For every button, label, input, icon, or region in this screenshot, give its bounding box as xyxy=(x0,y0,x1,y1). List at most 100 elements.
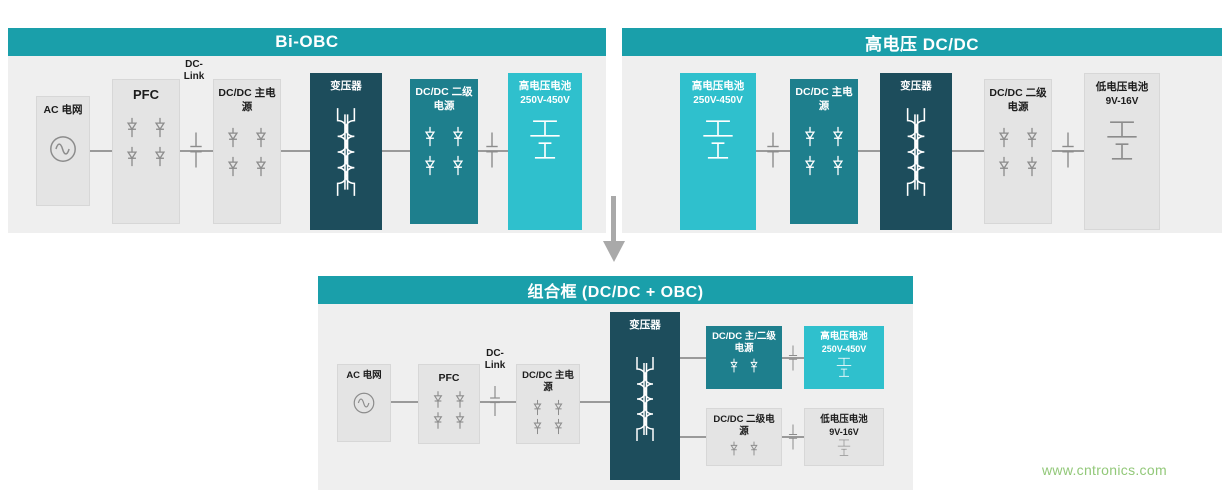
wire xyxy=(281,150,310,152)
dc-link-capacitor-icon xyxy=(189,130,203,170)
switch-grid xyxy=(729,441,759,456)
diode-icon xyxy=(553,418,564,435)
diode-icon xyxy=(451,125,465,148)
wire xyxy=(782,357,804,359)
block-dcdc-primary: DC/DC 主电源 xyxy=(213,79,281,224)
capacitor-icon xyxy=(788,423,798,451)
diode-icon xyxy=(454,390,466,409)
diode-icon xyxy=(125,116,139,139)
capacitor-icon xyxy=(788,344,798,372)
diode-icon xyxy=(553,399,564,416)
switch-grid xyxy=(423,125,465,177)
block-label: PFC xyxy=(438,372,460,384)
diode-icon xyxy=(423,125,437,148)
wire xyxy=(180,150,213,152)
wire xyxy=(1052,150,1084,152)
diode-icon xyxy=(432,411,444,430)
switch-grid xyxy=(997,126,1039,178)
block-label: 高电压电池 xyxy=(691,80,745,92)
block-transformer: 变压器 xyxy=(310,73,382,230)
switch-grid xyxy=(803,125,845,177)
battery-icon xyxy=(832,438,856,462)
diode-icon xyxy=(153,116,167,139)
block-sublabel: 250V-450V xyxy=(821,344,867,355)
wire xyxy=(478,150,508,152)
diode-icon xyxy=(831,125,845,148)
block-sublabel: 9V-16V xyxy=(1105,95,1139,107)
diode-icon xyxy=(729,358,739,373)
capacitor-icon xyxy=(1061,130,1075,170)
diode-icon xyxy=(454,411,466,430)
diode-icon xyxy=(153,145,167,168)
block-hv-battery: 高电压电池 250V-450V xyxy=(680,73,756,230)
ac-source-icon xyxy=(352,391,376,415)
block-transformer: 变压器 xyxy=(880,73,952,230)
panel-hv-dcdc: 高电压 DC/DC 高电压电池 250V-450V DC/DC 主电源 xyxy=(622,28,1222,233)
switch-grid xyxy=(432,390,466,430)
switch-grid xyxy=(729,358,759,373)
capacitor-icon xyxy=(766,130,780,170)
wire xyxy=(391,401,418,403)
block-label: 变压器 xyxy=(629,319,661,331)
diode-icon xyxy=(997,155,1011,178)
wire xyxy=(858,150,880,152)
block-sublabel: 9V-16V xyxy=(829,427,859,438)
block-label: 变压器 xyxy=(900,80,932,92)
transformer-icon xyxy=(323,98,369,206)
diode-icon xyxy=(532,418,543,435)
block-dcdc-primary: DC/DC 主电源 xyxy=(790,79,858,224)
block-label: DC/DC 主电源 xyxy=(522,370,574,394)
diode-icon xyxy=(226,126,240,149)
diode-icon xyxy=(125,145,139,168)
block-lv-battery: 低电压电池 9V-16V xyxy=(804,408,884,466)
diode-icon xyxy=(451,154,465,177)
block-transformer: 变压器 xyxy=(610,312,680,480)
wire xyxy=(680,436,706,438)
capacitor-icon xyxy=(485,130,499,170)
diode-icon xyxy=(729,441,739,456)
block-label: 低电压电池 xyxy=(820,414,868,425)
wire xyxy=(952,150,984,152)
battery-icon xyxy=(1100,117,1144,175)
wire xyxy=(680,357,706,359)
block-label: PFC xyxy=(133,87,159,102)
wire xyxy=(382,150,410,152)
block-label: DC/DC 主电源 xyxy=(795,86,853,112)
down-arrow-icon xyxy=(603,241,625,262)
block-ac-grid: AC 电网 xyxy=(337,364,391,442)
switch-grid xyxy=(226,126,268,178)
block-label: DC/DC 主电源 xyxy=(218,87,276,113)
wire xyxy=(580,401,610,403)
down-arrow-shaft xyxy=(611,196,616,242)
dc-link-label: DC-Link xyxy=(484,348,506,371)
switch-grid xyxy=(125,116,167,168)
panel-bi-obc: Bi-OBC DC-Link AC 电网 PFC xyxy=(8,28,606,233)
diode-icon xyxy=(997,126,1011,149)
battery-icon xyxy=(831,356,857,384)
block-hv-battery: 高电压电池 250V-450V xyxy=(804,326,884,389)
block-pfc: PFC xyxy=(418,364,480,444)
block-hv-battery: 高电压电池 250V-450V xyxy=(508,73,582,230)
diode-icon xyxy=(226,155,240,178)
wire xyxy=(756,150,790,152)
panel-hv-dcdc-body: 高电压电池 250V-450V DC/DC 主电源 变压器 DC/DC 二级电源 xyxy=(622,56,1222,233)
block-dcdc-primary: DC/DC 主电源 xyxy=(516,364,580,444)
switch-grid xyxy=(532,399,564,435)
watermark: www.cntronics.com xyxy=(1042,462,1167,478)
diode-icon xyxy=(803,125,817,148)
block-label: DC/DC 二级电源 xyxy=(713,414,775,438)
block-label: DC/DC 二级电源 xyxy=(989,87,1047,113)
block-lv-battery: 低电压电池 9V-16V xyxy=(1084,73,1160,230)
block-label: 高电压电池 xyxy=(518,80,572,92)
block-label: AC 电网 xyxy=(43,104,83,116)
block-pfc: PFC xyxy=(112,79,180,224)
block-label: 低电压电池 xyxy=(1095,81,1149,93)
wire xyxy=(90,150,112,152)
diode-icon xyxy=(254,155,268,178)
block-label: 变压器 xyxy=(330,80,362,92)
dc-link-capacitor-icon xyxy=(489,384,501,418)
block-dcdc-secondary: DC/DC 二级电源 xyxy=(706,408,782,466)
diode-icon xyxy=(831,154,845,177)
panel-hv-dcdc-title: 高电压 DC/DC xyxy=(864,34,980,54)
